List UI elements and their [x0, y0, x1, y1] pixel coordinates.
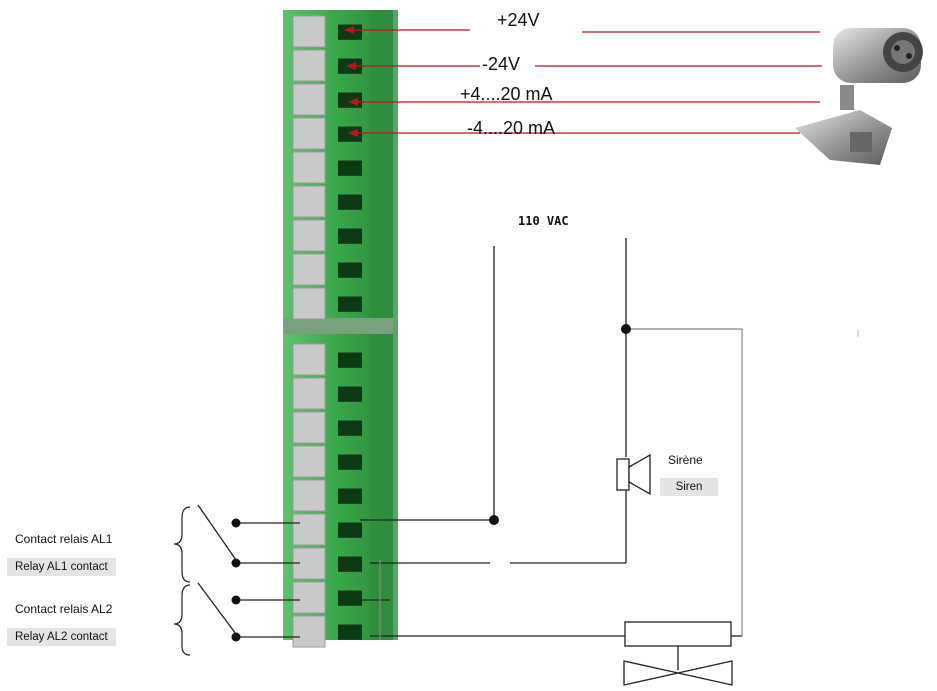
label-relay-al1-en: Relay AL1 contact: [7, 558, 116, 576]
terminal-screw-icon: [338, 556, 362, 572]
terminal-label-cell: [292, 83, 326, 116]
relay-switches: [197, 504, 237, 635]
pyrometer-sensor-icon: [795, 28, 923, 165]
label-plus-4-20ma: +4....20 mA: [460, 84, 553, 104]
junction-dots: [231, 324, 631, 642]
terminal-label-cell: [292, 411, 326, 444]
terminal-label-cell: [292, 117, 326, 150]
terminal-screw-icon: [338, 352, 362, 368]
label-relay-al2-en: Relay AL2 contact: [7, 628, 116, 646]
terminal-label-cell: [292, 343, 326, 376]
terminal-label-cell: [292, 513, 326, 546]
power-circuit: [237, 238, 742, 638]
label-relay-al1-fr: Contact relais AL1: [15, 532, 113, 546]
terminal-label-cell: [292, 185, 326, 218]
terminal-screw-icon: [338, 160, 362, 176]
terminal-label-cell: [292, 49, 326, 82]
label-relay-al2-fr: Contact relais AL2: [15, 602, 113, 616]
terminal-label-cell: [292, 615, 326, 648]
terminal-label-cell: [292, 287, 326, 320]
label-minus-4-20ma: -4....20 mA: [467, 118, 556, 138]
signal-wires: [348, 29, 822, 134]
terminal-block: [283, 10, 398, 648]
terminal-label-cell: [292, 377, 326, 410]
label-110vac: 110 VAC: [518, 214, 569, 228]
terminal-label-cell: [292, 253, 326, 286]
terminal-label-cell: [292, 479, 326, 512]
label-minus-24v: -24V: [482, 54, 521, 74]
terminal-screw-icon: [338, 420, 362, 436]
terminal-screw-icon: [338, 386, 362, 402]
terminal-screw-icon: [338, 488, 362, 504]
terminal-screw-icon: [338, 624, 362, 640]
terminal-screw-icon: [338, 522, 362, 538]
terminal-label-cell: [292, 445, 326, 478]
siren-icon: [616, 453, 651, 496]
terminal-screw-icon: [338, 262, 362, 278]
terminal-screw-icon: [338, 296, 362, 312]
terminal-label-cell: [292, 151, 326, 184]
terminal-screw-icon: [338, 228, 362, 244]
arrow-heads: [344, 26, 358, 137]
label-siren-fr: Sirène: [668, 453, 703, 467]
terminal-screw-icon: [338, 590, 362, 606]
terminal-screw-icon: [338, 92, 362, 108]
solenoid-valve-icon: [623, 621, 733, 686]
terminal-label-cell: [292, 219, 326, 252]
relay-braces: [173, 506, 191, 656]
label-plus-24v: +24V: [497, 10, 540, 30]
terminal-label-cell: [292, 15, 326, 48]
terminal-screw-icon: [338, 194, 362, 210]
terminal-label-cell: [292, 581, 326, 614]
terminal-screw-icon: [338, 126, 362, 142]
terminal-screw-icon: [338, 454, 362, 470]
label-siren-en: Siren: [660, 478, 718, 496]
gray-return-wire: [379, 328, 743, 640]
